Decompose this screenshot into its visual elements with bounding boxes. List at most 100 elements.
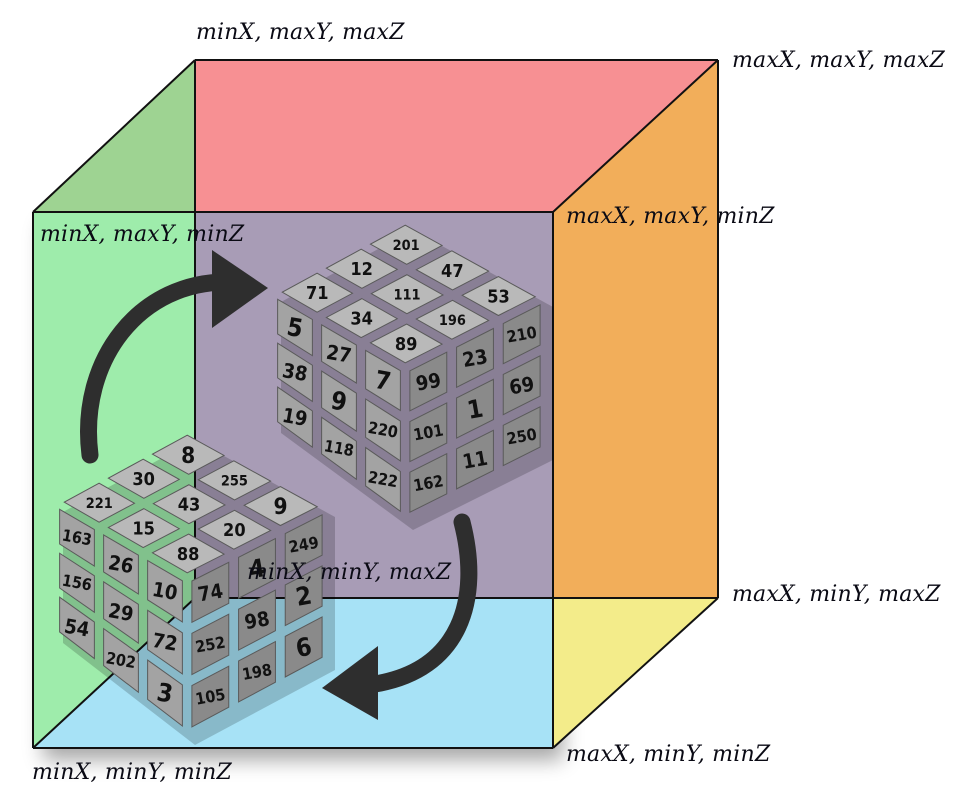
lower-number-cube-right-cell [284,616,323,678]
upper-number-cube-top-number: 89 [395,334,418,355]
upper-number-cube-top-cell [281,272,354,313]
corner-label-maxx-miny-minz: maxX, minY, minZ [566,742,771,767]
upper-number-cube-right-number: 250 [505,424,538,448]
lower-number-cube-left-number: 202 [105,648,138,672]
lower-number-cube-left-number: 29 [107,598,136,626]
upper-arrowhead [212,250,268,328]
upper-number-cube-top-number: 196 [439,313,466,329]
lower-number-cube-right-number: 249 [287,533,320,557]
corner-label-minx-maxy-maxz: minX, maxY, maxZ [196,20,405,45]
lower-number-cube-top-number: 9 [274,494,288,520]
lower-number-cube-left-number: 10 [151,577,180,605]
lower-number-cube-right-number: 252 [194,633,227,657]
lower-number-cube-top-number: 221 [86,496,113,512]
upper-number-cube-top-cell [415,250,490,291]
lower-number-cube-left-cell [59,596,95,660]
lower-number-cube-top-cell [63,482,136,523]
upper-number-cube-top-cell [370,274,445,315]
lower-number-cube-top-number: 20 [223,520,246,541]
upper-number-cube-top-cell [461,275,537,317]
lower-number-cube-right-cell [191,561,230,624]
upper-number-cube-left-cell [365,349,401,412]
upper-number-cube-right-number: 101 [412,421,445,445]
box-edge [552,597,719,749]
upper-number-cube-right-cell [502,406,541,467]
lower-number-cube-left-cell [103,627,139,694]
upper-number-cube-right-cell [502,355,541,416]
lower-number-cube-left-cell [103,534,139,595]
corner-label-maxx-miny-maxz: maxX, minY, maxZ [732,582,941,607]
box-edge [552,59,719,213]
right-face [553,60,718,748]
lower-number-cube-left-cell [147,659,183,727]
upper-number-cube-left-number: 5 [285,312,305,343]
upper-number-cube-top-cell [369,224,444,265]
upper-number-cube-left-cell [277,342,313,403]
upper-number-cube-right-cell [409,402,448,463]
upper-number-cube-top-number: 71 [306,283,329,304]
lower-number-cube-right-number: 2 [294,581,314,612]
lower-number-cube-top-cell [197,460,272,501]
lower-number-cube-left-cell [147,609,183,675]
lower-number-cube-top-number: 8 [181,443,195,469]
top-face [33,60,718,212]
lower-number-cube-top-cell [107,508,181,549]
upper-number-cube-right-cell [456,429,494,490]
lower-number-cube-left-number: 54 [63,614,92,642]
lower-number-cube-top-cell [243,485,319,527]
upper-number-cube-top-number: 201 [393,238,420,254]
upper-number-cube-left-cell [321,416,357,481]
box-edge [32,59,196,213]
lower-number-cube-right-cell [191,613,230,676]
upper-number-cube-left-number: 220 [367,418,400,442]
lower-number-cube-top-cell [151,533,226,574]
upper-number-cube-right-number: 162 [412,471,445,495]
upper-number-cube-right-number: 11 [461,446,490,474]
lower-number-cube-top-cell [197,509,272,550]
upper-number-cube-right-number: 210 [505,323,538,347]
lower-number-cube-right-number: 74 [196,578,225,606]
corner-label-minx-miny-maxz: minX, minY, maxZ [247,560,452,585]
lower-number-cube-right-number: 6 [294,632,314,663]
lower-number-cube-top-number: 88 [177,544,200,565]
lower-number-cube-top-number: 15 [132,519,155,540]
upper-number-cube-right-cell [409,351,448,412]
lower-number-cube-right-number: 98 [243,606,272,634]
upper-number-cube-left-number: 19 [281,403,310,431]
corner-label-maxx-maxy-minz: maxX, maxY, minZ [566,204,775,229]
corner-label-minx-maxy-minz: minX, maxY, minZ [40,222,245,247]
lower-number-cube-left-number: 72 [151,628,180,656]
corner-label-maxx-maxy-maxz: maxX, maxY, maxZ [732,48,945,73]
upper-number-cube-left-cell [321,323,357,384]
upper-number-cube-left-number: 38 [281,358,310,386]
upper-number-cube-left-cell [277,298,313,357]
upper-number-cube-right-number: 69 [507,371,536,399]
lower-number-cube-right-cell [238,537,276,600]
lower-number-cube-left-cell [103,580,139,645]
upper-number-cube-right-cell [409,452,448,514]
lower-number-cube-left-number: 26 [107,550,136,578]
lower-arrowhead [322,646,378,720]
upper-number-cube-left-number: 9 [329,386,349,417]
lower-number-cube-top-cell [152,484,227,525]
corner-label-minx-miny-minz: minX, minY, minZ [32,760,233,785]
upper-number-cube-right-cell [502,304,541,365]
lower-number-cube-right-number: 105 [194,685,227,709]
lower-number-cube-top-number: 43 [178,495,201,516]
upper-number-cube-right-number: 23 [461,344,490,372]
upper-number-cube-left-number: 7 [373,365,393,396]
lower-number-cube-left-number: 3 [155,677,175,708]
upper-number-cube-left-cell [365,446,401,513]
lower-number-cube-left-cell [59,508,95,567]
lower-number-cube-top-cell [151,434,226,475]
upper-number-cube-top-number: 34 [350,309,373,330]
lower-curved-arrow-shaft [366,513,478,693]
lower-number-cube-left-number: 163 [61,526,94,550]
upper-number-cube-top-number: 53 [487,287,510,308]
upper-number-cube-top-number: 111 [393,287,420,303]
lower-number-cube-top-cell [107,458,181,499]
upper-number-cube-right-cell [456,378,494,439]
upper-number-cube-right-number: 1 [465,394,485,425]
